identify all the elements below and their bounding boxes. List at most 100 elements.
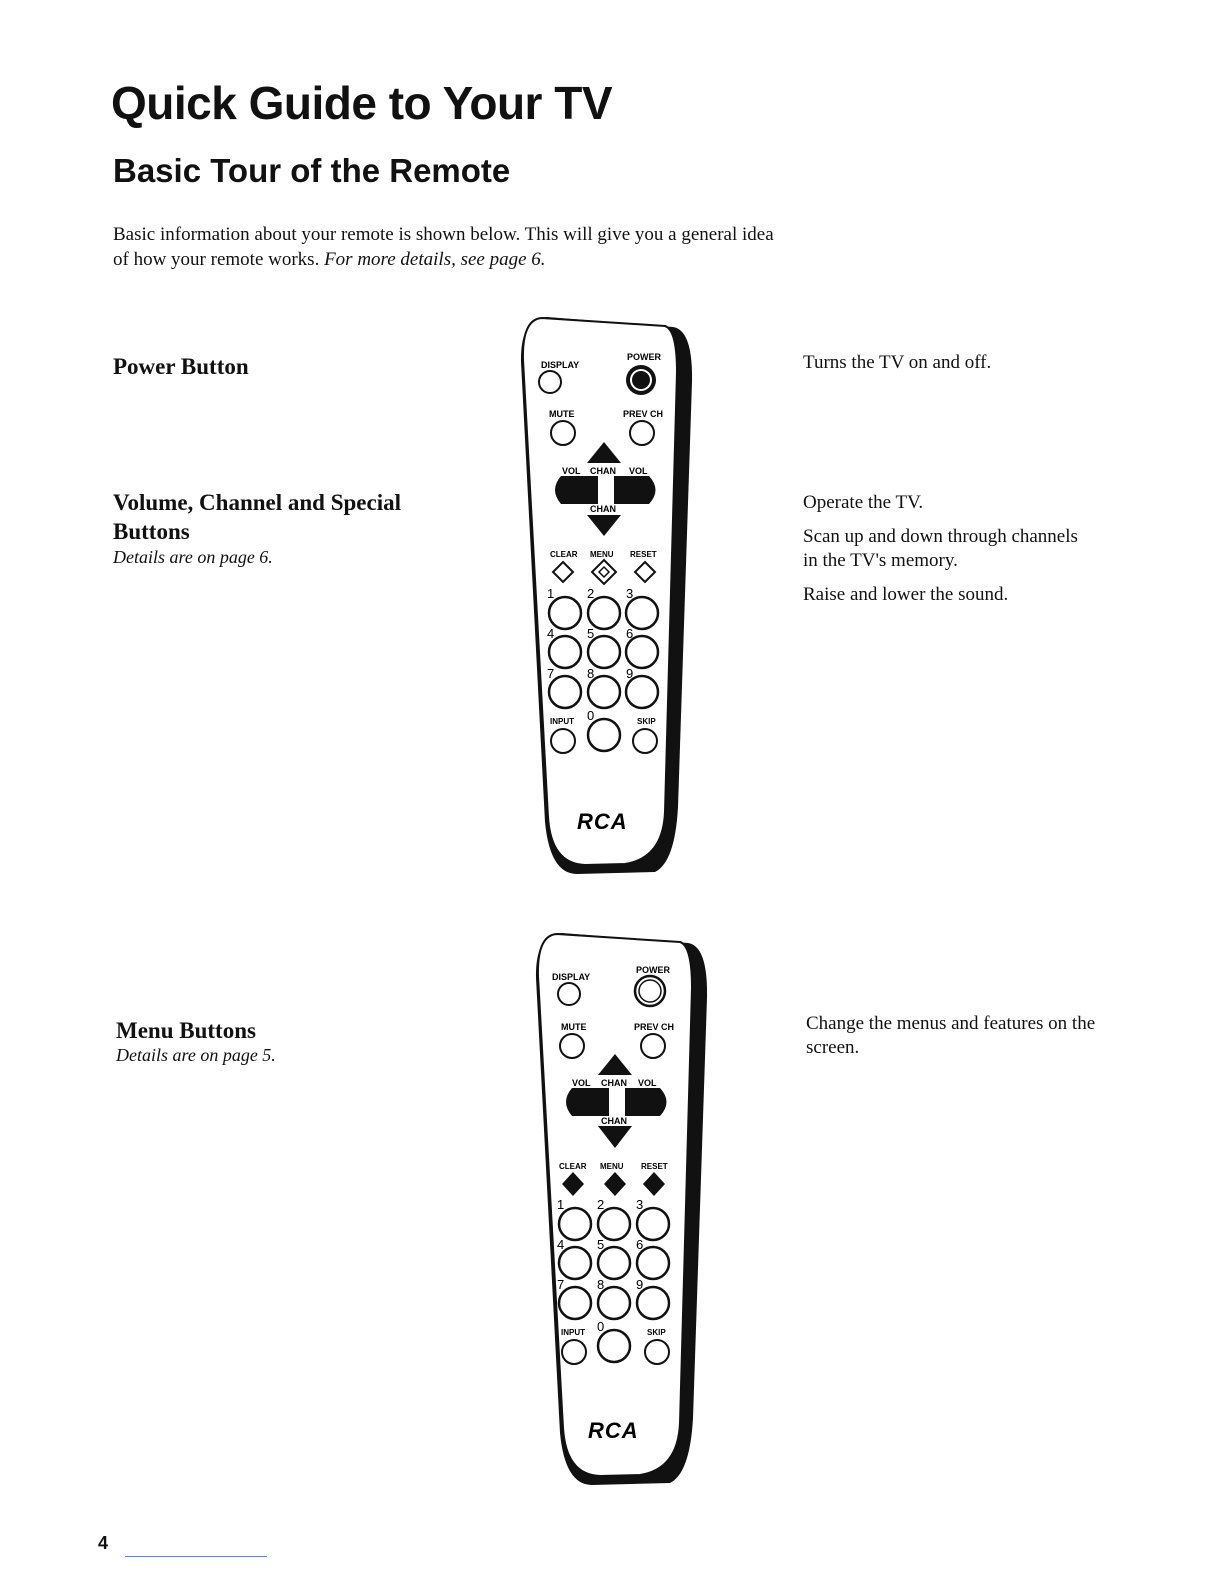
digit-5-button[interactable] xyxy=(586,634,622,670)
vol-left-label-2: VOL xyxy=(572,1078,591,1088)
chan-down-button-2[interactable] xyxy=(598,1126,632,1148)
rca-logo: RCA xyxy=(577,809,628,834)
page-title: Quick Guide to Your TV xyxy=(111,77,613,129)
digit-5-button-2[interactable] xyxy=(596,1245,632,1281)
volume-channel-descriptions: Operate the TV. Scan up and down through… xyxy=(803,491,1093,617)
digit-7-button-2[interactable] xyxy=(557,1285,593,1321)
digit-0-button-2[interactable] xyxy=(596,1328,632,1364)
menu-buttons-label: Menu Buttons xyxy=(116,1018,256,1043)
digit-4-button-2[interactable] xyxy=(557,1245,593,1281)
display-label: DISPLAY xyxy=(541,360,579,370)
svg-text:2: 2 xyxy=(587,586,594,601)
prevch-button-2[interactable] xyxy=(640,1033,666,1059)
svg-text:0: 0 xyxy=(587,708,594,723)
description-operate: Operate the TV. xyxy=(803,492,924,513)
menu-buttons-description: Change the menus and features on the scr… xyxy=(806,1013,1096,1058)
mute-button[interactable] xyxy=(550,420,576,446)
skip-label: SKIP xyxy=(637,717,656,726)
prevch-label-2: PREV CH xyxy=(634,1022,674,1032)
intro-text: Basic information about your remote is s… xyxy=(113,224,774,270)
display-label-2: DISPLAY xyxy=(552,972,590,982)
prevch-label: PREV CH xyxy=(623,409,663,419)
skip-button-2[interactable] xyxy=(644,1339,670,1365)
power-button-description: Turns the TV on and off. xyxy=(803,352,992,373)
digit-3-button-2[interactable] xyxy=(635,1206,671,1242)
reset-button-2[interactable] xyxy=(643,1172,665,1196)
menu-label-2: MENU xyxy=(600,1162,624,1171)
svg-text:7: 7 xyxy=(557,1277,564,1292)
skip-button[interactable] xyxy=(632,728,658,754)
remote-illustration-bottom: DISPLAY POWER MUTE PREV CH VOL CHAN VOL … xyxy=(530,928,710,1488)
svg-text:6: 6 xyxy=(636,1237,643,1252)
svg-text:3: 3 xyxy=(626,586,633,601)
digit-2-button[interactable] xyxy=(586,595,622,631)
input-button[interactable] xyxy=(550,728,576,754)
intro-reference: For more details, see page 6. xyxy=(324,249,546,270)
svg-text:7: 7 xyxy=(547,666,554,681)
chan-down-button[interactable] xyxy=(587,515,621,536)
digit-8-button-2[interactable] xyxy=(596,1285,632,1321)
prevch-button[interactable] xyxy=(629,420,655,446)
svg-text:1: 1 xyxy=(547,586,554,601)
digit-8-button[interactable] xyxy=(586,674,622,710)
chan-up-button[interactable] xyxy=(587,442,621,463)
digit-labels: 1 2 3 4 5 6 7 8 9 0 xyxy=(547,586,633,723)
digit-7-button[interactable] xyxy=(547,674,583,710)
display-button[interactable] xyxy=(538,370,562,394)
skip-label-2: SKIP xyxy=(647,1328,666,1337)
power-label-2: POWER xyxy=(636,965,671,975)
digit-1-button[interactable] xyxy=(547,595,583,631)
chan-up-button-2[interactable] xyxy=(598,1054,632,1075)
svg-text:9: 9 xyxy=(636,1277,643,1292)
digit-9-button-2[interactable] xyxy=(635,1285,671,1321)
svg-text:4: 4 xyxy=(547,626,554,641)
svg-text:2: 2 xyxy=(597,1197,604,1212)
reset-label: RESET xyxy=(630,550,657,559)
menu-button-2[interactable] xyxy=(604,1172,626,1196)
digit-4-button[interactable] xyxy=(547,634,583,670)
svg-text:6: 6 xyxy=(626,626,633,641)
digit-0-button[interactable] xyxy=(586,717,622,753)
svg-text:5: 5 xyxy=(597,1237,604,1252)
digit-9-button[interactable] xyxy=(624,674,660,710)
vol-down-button-2[interactable] xyxy=(566,1088,609,1116)
intro-paragraph: Basic information about your remote is s… xyxy=(113,222,793,272)
digit-3-button[interactable] xyxy=(624,595,660,631)
footer-divider xyxy=(125,1556,267,1557)
vol-right-label: VOL xyxy=(629,466,648,476)
mute-button-2[interactable] xyxy=(559,1033,585,1059)
reset-label-2: RESET xyxy=(641,1162,668,1171)
remote-illustration-top: DISPLAY POWER MUTE PREV CH VOL CHAN VOL … xyxy=(515,312,695,878)
clear-button-2[interactable] xyxy=(562,1172,584,1196)
clear-button[interactable] xyxy=(551,560,575,584)
digit-2-button-2[interactable] xyxy=(596,1206,632,1242)
clear-label-2: CLEAR xyxy=(559,1162,587,1171)
input-label: INPUT xyxy=(550,717,574,726)
svg-text:8: 8 xyxy=(597,1277,604,1292)
digit-6-button[interactable] xyxy=(624,634,660,670)
rca-logo-2: RCA xyxy=(588,1418,639,1443)
mute-label: MUTE xyxy=(549,409,575,419)
vol-right-label-2: VOL xyxy=(638,1078,657,1088)
svg-text:1: 1 xyxy=(557,1197,564,1212)
chan-top-label-2: CHAN xyxy=(601,1078,627,1088)
digit-labels-2: 1 2 3 4 5 6 7 8 9 0 xyxy=(557,1197,643,1334)
input-label-2: INPUT xyxy=(561,1328,585,1337)
power-label: POWER xyxy=(627,352,662,362)
vol-up-button-2[interactable] xyxy=(625,1088,667,1116)
svg-text:3: 3 xyxy=(636,1197,643,1212)
chan-bottom-label-2: CHAN xyxy=(601,1116,627,1126)
menu-label: MENU xyxy=(590,550,614,559)
vol-up-button[interactable] xyxy=(614,476,656,504)
digit-1-button-2[interactable] xyxy=(557,1206,593,1242)
chan-bottom-label: CHAN xyxy=(590,504,616,514)
mute-label-2: MUTE xyxy=(561,1022,587,1032)
vol-down-button[interactable] xyxy=(555,476,598,504)
reset-button[interactable] xyxy=(633,560,657,584)
input-button-2[interactable] xyxy=(561,1339,587,1365)
svg-text:9: 9 xyxy=(626,666,633,681)
display-button-2[interactable] xyxy=(557,982,581,1006)
svg-text:4: 4 xyxy=(557,1237,564,1252)
clear-label: CLEAR xyxy=(550,550,578,559)
digit-6-button-2[interactable] xyxy=(635,1245,671,1281)
